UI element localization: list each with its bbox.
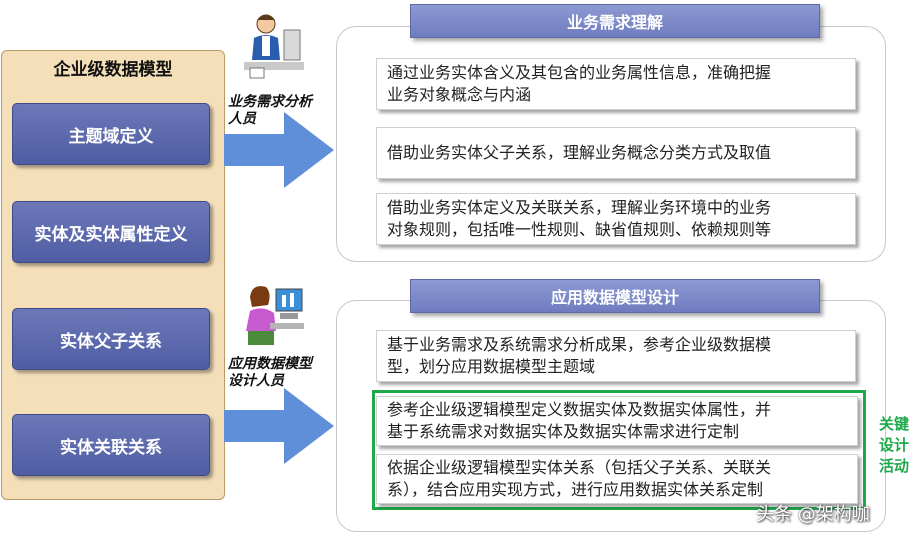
model-designer-icon bbox=[246, 286, 304, 345]
top-box-1-line1: 通过业务实体含义及其包含的业务属性信息，准确把握 bbox=[387, 63, 772, 82]
business-analyst-label-line1: 业务需求分析 bbox=[228, 94, 312, 110]
top-box-2: 借助业务实体父子关系，理解业务概念分类方式及取值 bbox=[376, 127, 856, 179]
bottom-box-3-line2: 系），结合应用实现方式，进行应用数据实体关系定制 bbox=[387, 480, 764, 499]
bottom-box-1: 基于业务需求及系统需求分析成果，参考企业级数据模 型，划分应用数据模型主题域 bbox=[376, 330, 856, 382]
entity-attribute-definition: 实体及实体属性定义 bbox=[12, 201, 210, 263]
entity-association-relation: 实体关联关系 bbox=[12, 414, 210, 476]
top-box-2-line1: 借助业务实体父子关系，理解业务概念分类方式及取值 bbox=[387, 143, 772, 162]
bottom-box-2-line1: 参考企业级逻辑模型定义数据实体及数据实体属性，并 bbox=[387, 400, 772, 419]
business-analyst-icon bbox=[244, 14, 304, 79]
key-activity-line2: 设计 bbox=[878, 436, 909, 454]
business-analyst-label: 业务需求分析 人员 bbox=[228, 94, 312, 128]
subject-area-definition: 主题域定义 bbox=[12, 103, 210, 165]
key-activity-line3: 活动 bbox=[878, 457, 909, 475]
top-box-3-line2: 对象规则，包括唯一性规则、缺省值规则、依赖规则等 bbox=[387, 220, 772, 239]
key-activity-line1: 关键 bbox=[878, 415, 909, 433]
model-designer-label-line1: 应用数据模型 bbox=[228, 356, 312, 372]
business-analyst-label-line2: 人员 bbox=[228, 111, 256, 127]
key-design-activity-label: 关键 设计 活动 bbox=[872, 414, 916, 477]
bottom-box-1-line2: 型，划分应用数据模型主题域 bbox=[387, 357, 596, 376]
bottom-box-3-line1: 依据企业级逻辑模型实体关系（包括父子关系、关联关 bbox=[387, 458, 772, 477]
bottom-box-2-line2: 基于系统需求对数据实体及数据实体需求进行定制 bbox=[387, 422, 740, 441]
key-design-activity-frame bbox=[372, 390, 866, 510]
bottom-box-1-line1: 基于业务需求及系统需求分析成果，参考企业级数据模 bbox=[387, 335, 772, 354]
business-understanding-header: 业务需求理解 bbox=[410, 4, 820, 38]
arrow-to-business-understanding bbox=[224, 112, 334, 188]
watermark: 头条 @架构咖 bbox=[756, 504, 870, 525]
bottom-box-2: 参考企业级逻辑模型定义数据实体及数据实体属性，并 基于系统需求对数据实体及数据实… bbox=[376, 396, 858, 446]
top-box-3: 借助业务实体定义及关联关系，理解业务环境中的业务 对象规则，包括唯一性规则、缺省… bbox=[376, 193, 856, 245]
bottom-box-3: 依据企业级逻辑模型实体关系（包括父子关系、关联关 系），结合应用实现方式，进行应… bbox=[376, 454, 858, 504]
top-box-3-line1: 借助业务实体定义及关联关系，理解业务环境中的业务 bbox=[387, 198, 772, 217]
entity-parent-child-relation: 实体父子关系 bbox=[12, 308, 210, 370]
model-designer-label: 应用数据模型 设计人员 bbox=[228, 356, 312, 390]
model-designer-label-line2: 设计人员 bbox=[228, 373, 284, 389]
app-model-design-header: 应用数据模型设计 bbox=[410, 279, 820, 313]
top-box-1-line2: 业务对象概念与内涵 bbox=[387, 85, 532, 104]
arrow-to-app-model-design bbox=[224, 388, 334, 464]
enterprise-data-model-title: 企业级数据模型 bbox=[53, 60, 173, 80]
top-box-1: 通过业务实体含义及其包含的业务属性信息，准确把握 业务对象概念与内涵 bbox=[376, 58, 856, 110]
